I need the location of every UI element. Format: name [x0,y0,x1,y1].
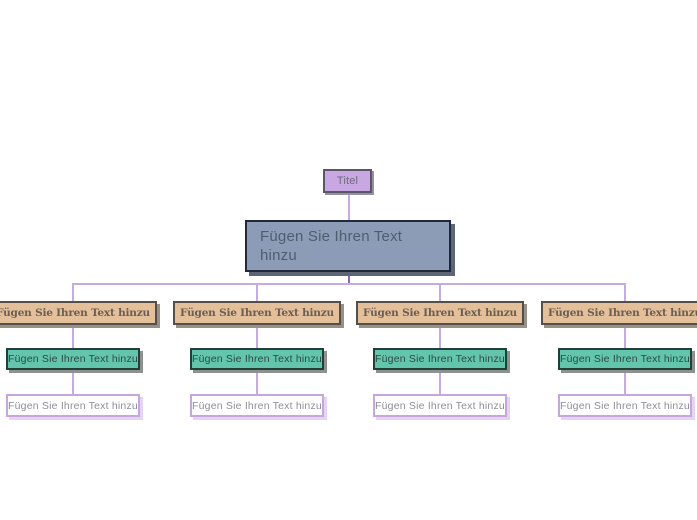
node-branch1-level2[interactable]: Fügen Sie Ihren Text hinzu [6,348,140,370]
connector-branch2-level3 [256,370,258,394]
connector-root-to-main [348,193,350,220]
connector-branch1-level2 [72,325,74,348]
connector-branch4-level2 [624,325,626,348]
node-branch1-level3[interactable]: Fügen Sie Ihren Text hinzu [6,394,140,417]
connector-branch4-level3 [624,370,626,394]
node-branch2-level1[interactable]: Fügen Sie Ihren Text hinzu [173,301,341,325]
node-branch4-level3[interactable]: Fügen Sie Ihren Text hinzu [558,394,692,417]
connector-branch1-level3 [72,370,74,394]
node-root-title[interactable]: Titel [323,169,372,193]
node-branch4-level2[interactable]: Fügen Sie Ihren Text hinzu [558,348,692,370]
node-branch2-level3[interactable]: Fügen Sie Ihren Text hinzu [190,394,324,417]
connector-branch3-level2 [439,325,441,348]
connector-main-stub [348,272,350,284]
node-branch1-level1[interactable]: Fügen Sie Ihren Text hinzu [0,301,157,325]
connector-branch1-level1 [72,284,74,301]
node-main-topic[interactable]: Fügen Sie Ihren Text hinzu [245,220,451,272]
connector-branch3-level1 [439,284,441,301]
node-branch3-level2[interactable]: Fügen Sie Ihren Text hinzu [373,348,507,370]
connector-branch2-level1 [256,284,258,301]
connector-branch4-level1 [624,284,626,301]
node-branch3-level1[interactable]: Fügen Sie Ihren Text hinzu [356,301,524,325]
connector-branch2-level2 [256,325,258,348]
connector-branch3-level3 [439,370,441,394]
node-branch3-level3[interactable]: Fügen Sie Ihren Text hinzu [373,394,507,417]
connector-horizontal-rail [72,283,626,285]
node-branch2-level2[interactable]: Fügen Sie Ihren Text hinzu [190,348,324,370]
node-branch4-level1[interactable]: Fügen Sie Ihren Text hinzu [541,301,697,325]
